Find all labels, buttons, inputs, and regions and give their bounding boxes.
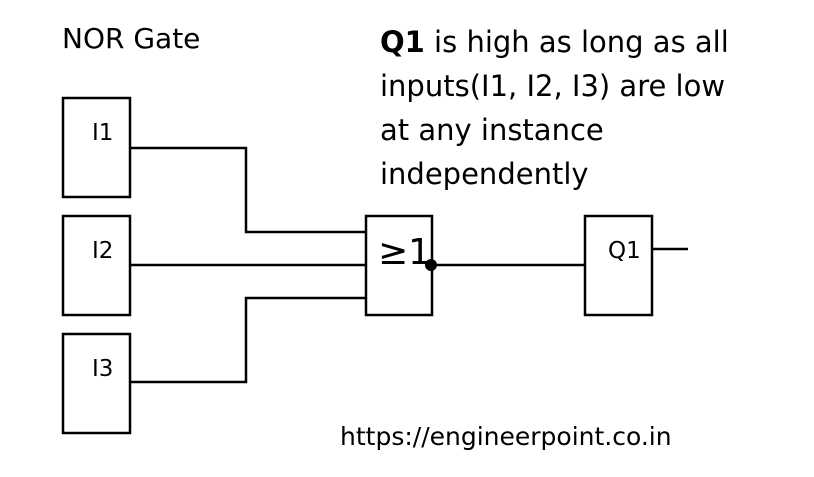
description-line-1: Q1 is high as long as all bbox=[380, 20, 729, 64]
input-box-i2 bbox=[61, 214, 132, 317]
input-label-i3: I3 bbox=[92, 356, 113, 382]
output-label-q1: Q1 bbox=[608, 238, 641, 264]
wire-i3 bbox=[130, 296, 366, 384]
description-line-3: at any instance bbox=[380, 113, 604, 147]
input-box-i1 bbox=[61, 96, 132, 199]
description-q1-bold: Q1 bbox=[380, 25, 425, 59]
description-line-2: inputs(I1, I2, I3) are low bbox=[380, 69, 726, 103]
wire-i1 bbox=[130, 146, 366, 234]
inversion-bubble bbox=[425, 259, 437, 271]
description-line-4: independently bbox=[380, 157, 589, 191]
input-label-i1: I1 bbox=[92, 120, 113, 146]
source-url: https://engineerpoint.co.in bbox=[340, 422, 672, 451]
output-box-q1 bbox=[583, 214, 654, 317]
description-text: Q1 is high as long as all inputs(I1, I2,… bbox=[380, 20, 729, 196]
input-box-i3 bbox=[61, 332, 132, 435]
input-label-i2: I2 bbox=[92, 238, 113, 264]
diagram-title: NOR Gate bbox=[62, 22, 201, 55]
gate-label: ≥1 bbox=[378, 232, 431, 273]
description-line-1-rest: is high as long as all bbox=[424, 25, 729, 59]
